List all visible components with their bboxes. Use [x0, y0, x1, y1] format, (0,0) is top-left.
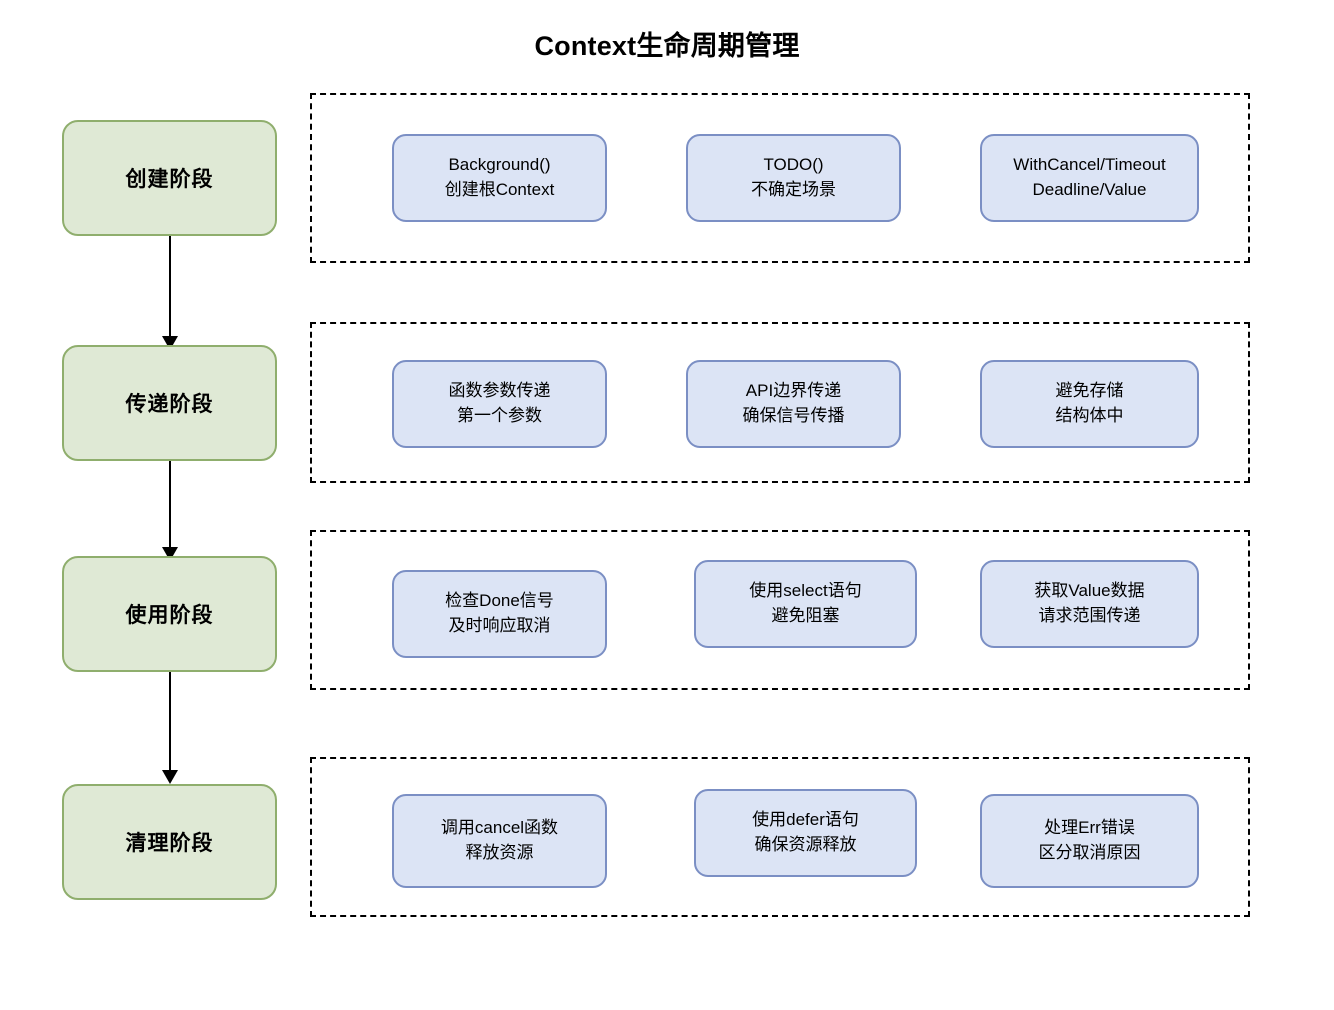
item-line-2: 请求范围传递 — [1038, 606, 1141, 625]
item-box-cleanup-3[interactable]: 处理Err错误 区分取消原因 — [980, 794, 1199, 888]
item-line-1: 函数参数传递 — [448, 381, 551, 401]
item-line-1: 使用defer语句 — [752, 810, 859, 830]
item-line-1: API边界传递 — [745, 381, 842, 401]
item-line-1: 使用select语句 — [749, 581, 862, 601]
group-box-stage-4 — [310, 757, 1250, 917]
arrow-head — [162, 770, 178, 784]
arrow-use-to-cleanup — [160, 672, 180, 784]
arrow-create-to-pass — [160, 236, 180, 350]
group-box-stage-3 — [310, 530, 1250, 690]
item-line-2: 结构体中 — [1055, 406, 1124, 425]
item-line-1: 避免存储 — [1055, 381, 1124, 401]
item-box-pass-1[interactable]: 函数参数传递 第一个参数 — [392, 360, 607, 448]
item-line-1: Background() — [448, 155, 551, 175]
item-line-2: 不确定场景 — [751, 180, 836, 199]
item-line-2: 确保资源释放 — [754, 835, 857, 854]
item-box-create-3[interactable]: WithCancel/Timeout Deadline/Value — [980, 134, 1199, 222]
item-line-1: 获取Value数据 — [1034, 581, 1145, 601]
item-line-2: 区分取消原因 — [1038, 843, 1141, 862]
item-line-2: 第一个参数 — [457, 406, 542, 425]
item-line-1: TODO() — [763, 155, 824, 175]
item-box-use-3[interactable]: 获取Value数据 请求范围传递 — [980, 560, 1199, 648]
item-box-pass-2[interactable]: API边界传递 确保信号传播 — [686, 360, 901, 448]
item-box-cleanup-1[interactable]: 调用cancel函数 释放资源 — [392, 794, 607, 888]
group-box-stage-2 — [310, 322, 1250, 483]
item-box-use-2[interactable]: 使用select语句 避免阻塞 — [694, 560, 917, 648]
item-box-cleanup-2[interactable]: 使用defer语句 确保资源释放 — [694, 789, 917, 877]
group-box-stage-1 — [310, 93, 1250, 263]
item-line-2: 释放资源 — [465, 843, 534, 862]
arrow-shaft — [169, 461, 171, 547]
stage-box-use[interactable]: 使用阶段 — [62, 556, 277, 672]
item-line-2: 及时响应取消 — [448, 616, 551, 635]
item-box-pass-3[interactable]: 避免存储 结构体中 — [980, 360, 1199, 448]
stage-box-pass[interactable]: 传递阶段 — [62, 345, 277, 461]
stage-box-create[interactable]: 创建阶段 — [62, 120, 277, 236]
page-title: Context生命周期管理 — [534, 31, 800, 61]
item-box-create-2[interactable]: TODO() 不确定场景 — [686, 134, 901, 222]
item-line-2: 避免阻塞 — [771, 606, 840, 625]
item-line-1: 检查Done信号 — [445, 591, 554, 611]
item-line-2: 确保信号传播 — [742, 406, 845, 425]
item-line-1: WithCancel/Timeout — [1013, 155, 1166, 175]
item-line-1: 处理Err错误 — [1044, 818, 1135, 838]
arrow-shaft — [169, 236, 171, 336]
arrow-pass-to-use — [160, 461, 180, 561]
item-line-1: 调用cancel函数 — [440, 818, 559, 838]
item-line-2: 创建根Context — [444, 180, 555, 199]
arrow-shaft — [169, 672, 171, 770]
item-line-2: Deadline/Value — [1032, 180, 1147, 199]
stage-box-cleanup[interactable]: 清理阶段 — [62, 784, 277, 900]
item-box-create-1[interactable]: Background() 创建根Context — [392, 134, 607, 222]
item-box-use-1[interactable]: 检查Done信号 及时响应取消 — [392, 570, 607, 658]
